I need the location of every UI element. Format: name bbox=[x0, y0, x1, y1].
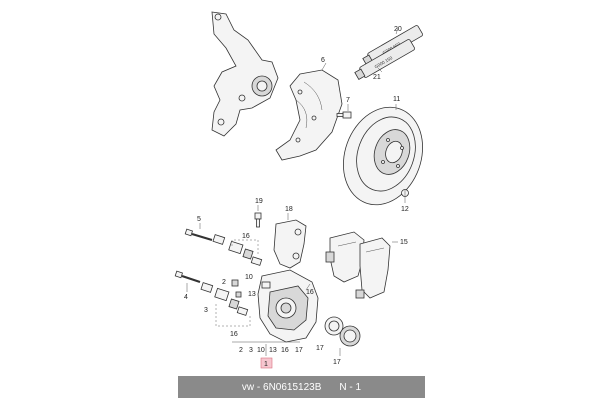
callout-20: 20 bbox=[394, 26, 402, 33]
brake-caliper[interactable] bbox=[257, 269, 319, 343]
exploded-parts-diagram: 6 7 11 12 G000 650 G000 150 20 21 bbox=[174, 11, 436, 369]
bolt-19[interactable] bbox=[254, 212, 262, 228]
splash-shield[interactable] bbox=[275, 69, 343, 161]
row-17: 17 bbox=[295, 347, 303, 354]
callout-16-a: 16 bbox=[242, 233, 250, 240]
callout-2: 2 bbox=[222, 279, 226, 286]
callout-11: 11 bbox=[393, 96, 400, 103]
guide-bolt-4[interactable] bbox=[174, 270, 201, 284]
callout-13: 13 bbox=[248, 291, 256, 298]
callout-17-a: 17 bbox=[316, 345, 324, 352]
brake-disc[interactable] bbox=[330, 96, 436, 216]
part-number-footer: vw - 6N0615123B N - 1 bbox=[178, 376, 425, 398]
callout-1-highlight[interactable]: 1 bbox=[260, 357, 273, 369]
row-2: 2 bbox=[239, 347, 243, 354]
callout-16-c: 16 bbox=[306, 289, 314, 296]
callout-4: 4 bbox=[184, 294, 188, 301]
part-code: vw - 6N0615123B bbox=[241, 381, 322, 393]
sheet-number: N - 1 bbox=[339, 381, 362, 393]
caliper-carrier[interactable] bbox=[273, 219, 307, 269]
screw-12[interactable] bbox=[401, 189, 409, 197]
row-3: 3 bbox=[249, 347, 253, 354]
callout-3: 3 bbox=[204, 307, 208, 314]
callout-6: 6 bbox=[321, 57, 325, 64]
callout-12: 12 bbox=[401, 206, 409, 213]
piston-seal-kit[interactable] bbox=[324, 316, 361, 347]
callout-7: 7 bbox=[346, 97, 350, 104]
callout-21: 21 bbox=[373, 74, 381, 81]
guide-bolt-5[interactable] bbox=[184, 228, 213, 242]
assembly-contents-row: 2 3 10 13 16 17 bbox=[232, 341, 303, 354]
dust-caps[interactable] bbox=[231, 279, 242, 298]
callout-19: 19 bbox=[255, 198, 263, 205]
row-16: 16 bbox=[281, 347, 289, 354]
callout-18: 18 bbox=[285, 206, 293, 213]
callout-10: 10 bbox=[245, 274, 253, 281]
bolt-7[interactable] bbox=[336, 111, 352, 119]
row-13: 13 bbox=[269, 347, 277, 354]
callout-16-b: 16 bbox=[230, 331, 238, 338]
callout-15: 15 bbox=[400, 239, 408, 246]
guide-bushing-lower[interactable] bbox=[200, 282, 249, 316]
row-10: 10 bbox=[257, 347, 265, 354]
callout-5: 5 bbox=[197, 216, 201, 223]
callout-1: 1 bbox=[264, 361, 268, 368]
steering-knuckle[interactable] bbox=[211, 11, 279, 137]
guide-bushing-upper[interactable] bbox=[212, 234, 263, 266]
callout-17-b: 17 bbox=[333, 359, 341, 366]
brake-pads[interactable] bbox=[325, 231, 391, 299]
